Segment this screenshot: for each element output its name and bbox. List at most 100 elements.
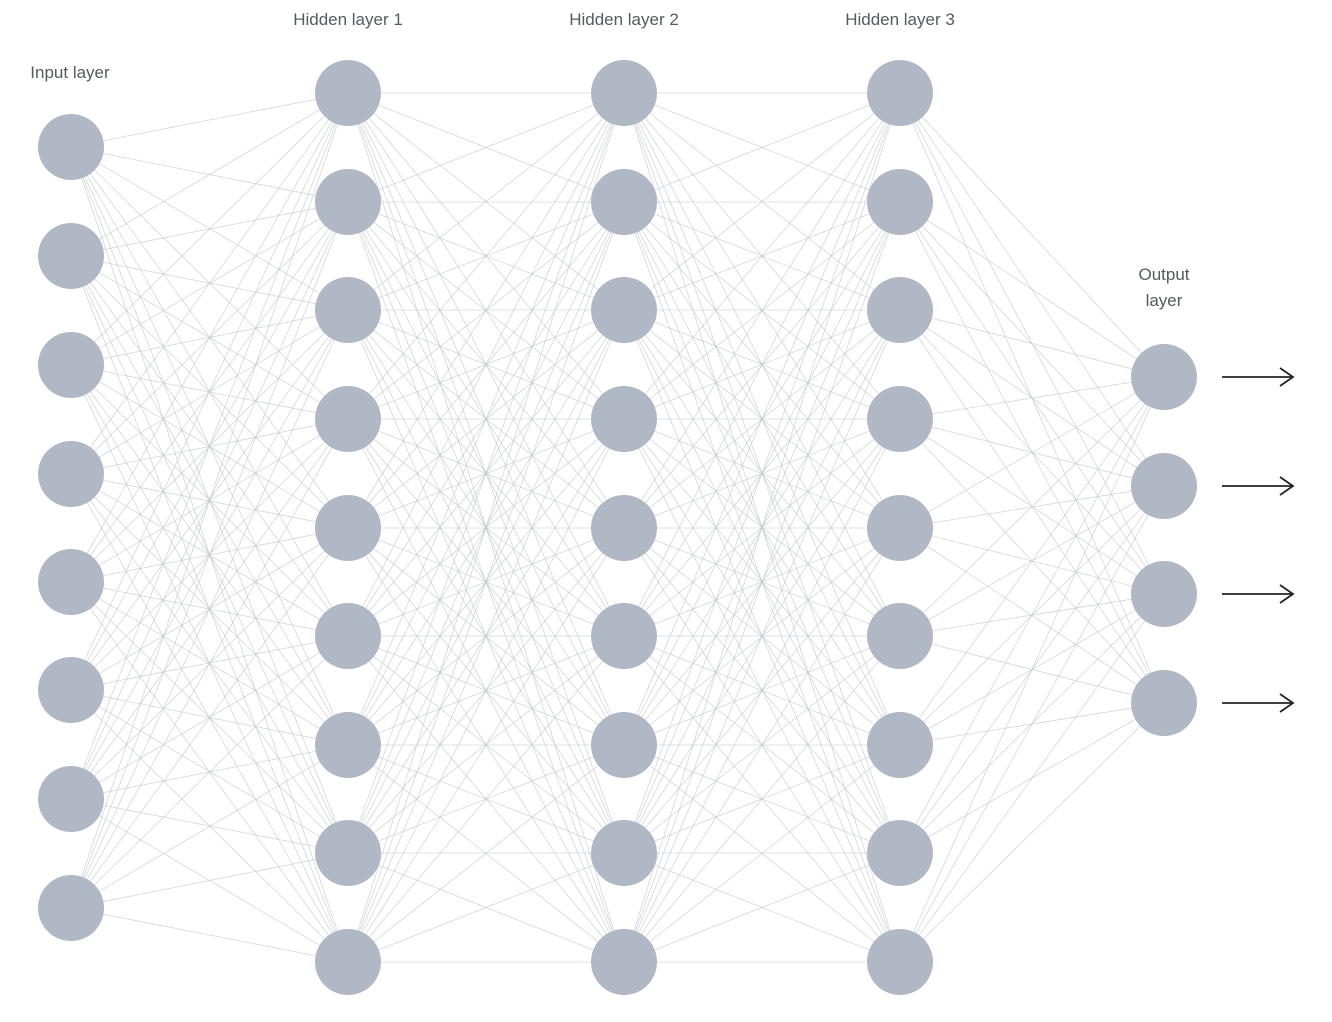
hidden2-node — [591, 60, 657, 126]
connection-edge — [899, 702, 1165, 963]
connection-edge — [347, 92, 625, 746]
input-node — [38, 549, 104, 615]
connection-edge — [70, 635, 349, 909]
connection-edge — [899, 593, 1165, 963]
hidden1-node — [315, 603, 381, 669]
connection-edge — [347, 527, 625, 963]
connection-edge — [70, 92, 349, 909]
connection-edge — [70, 92, 349, 800]
connection-edge — [899, 376, 1165, 963]
output-node — [1131, 453, 1197, 519]
hidden3-node — [867, 386, 933, 452]
connection-edge — [70, 852, 349, 909]
hidden3-node — [867, 603, 933, 669]
connection-edge — [623, 309, 901, 963]
hidden3-node — [867, 929, 933, 995]
connection-edge — [70, 92, 349, 583]
connection-edge — [347, 635, 625, 963]
hidden1-label: Hidden layer 1 — [293, 10, 403, 29]
hidden2-node — [591, 820, 657, 886]
hidden3-node — [867, 712, 933, 778]
connection-edge — [70, 92, 349, 257]
connection-edge — [347, 92, 625, 311]
right-arrow-icon — [1222, 367, 1295, 387]
hidden1-node — [315, 169, 381, 235]
hidden2-node — [591, 169, 657, 235]
connection-edge — [70, 92, 349, 366]
hidden3-node — [867, 495, 933, 561]
connection-edge — [623, 92, 901, 203]
connection-edge — [347, 92, 625, 854]
hidden2-node — [591, 386, 657, 452]
hidden1-node — [315, 277, 381, 343]
output-node — [1131, 670, 1197, 736]
nodes-group — [38, 60, 1197, 995]
hidden3-node — [867, 60, 933, 126]
output-arrows-group — [1222, 367, 1295, 713]
hidden3-label: Hidden layer 3 — [845, 10, 955, 29]
connection-edge — [70, 418, 349, 909]
hidden2-node — [591, 603, 657, 669]
output-label: Output — [1138, 265, 1189, 284]
connection-edge — [347, 852, 625, 963]
hidden1-node — [315, 495, 381, 561]
connection-edge — [623, 744, 901, 963]
connection-edge — [623, 92, 901, 746]
connection-edge — [623, 527, 901, 963]
input-node — [38, 657, 104, 723]
connection-edge — [70, 92, 349, 475]
output-node — [1131, 344, 1197, 410]
connection-edge — [70, 907, 349, 963]
hidden2-node — [591, 712, 657, 778]
connection-edge — [347, 92, 625, 963]
connection-edge — [70, 527, 349, 909]
connection-edge — [70, 798, 349, 854]
input-node — [38, 766, 104, 832]
hidden2-node — [591, 277, 657, 343]
hidden2-node — [591, 929, 657, 995]
connection-edge — [70, 744, 349, 909]
connection-edge — [623, 92, 901, 963]
connection-edge — [899, 201, 1165, 487]
right-arrow-icon — [1222, 476, 1295, 496]
connection-edge — [347, 92, 625, 637]
connection-edge — [70, 92, 349, 148]
hidden2-label: Hidden layer 2 — [569, 10, 679, 29]
hidden1-node — [315, 820, 381, 886]
output-node — [1131, 561, 1197, 627]
input-node — [38, 223, 104, 289]
output-label: layer — [1146, 291, 1183, 310]
connection-edge — [899, 376, 1165, 637]
connections-group — [70, 92, 1165, 963]
hidden1-node — [315, 929, 381, 995]
connection-edge — [623, 92, 901, 854]
connection-edge — [623, 418, 901, 963]
arrow-head — [1279, 476, 1295, 496]
connection-edge — [623, 635, 901, 963]
connection-edge — [347, 309, 625, 963]
input-node — [38, 114, 104, 180]
arrow-head — [1279, 693, 1295, 713]
hidden2-node — [591, 495, 657, 561]
connection-edge — [899, 309, 1165, 378]
right-arrow-icon — [1222, 693, 1295, 713]
hidden1-node — [315, 386, 381, 452]
connection-edge — [623, 92, 901, 637]
connection-edge — [70, 92, 349, 691]
hidden1-node — [315, 712, 381, 778]
hidden1-node — [315, 60, 381, 126]
connection-edge — [347, 92, 625, 203]
hidden3-node — [867, 277, 933, 343]
arrow-head — [1279, 367, 1295, 387]
hidden3-node — [867, 169, 933, 235]
connection-edge — [899, 92, 1165, 378]
connection-edge — [623, 852, 901, 963]
connection-edge — [623, 201, 901, 963]
connection-edge — [623, 92, 901, 529]
connection-edge — [347, 92, 625, 529]
connection-edge — [70, 201, 349, 909]
connection-edge — [70, 309, 349, 909]
